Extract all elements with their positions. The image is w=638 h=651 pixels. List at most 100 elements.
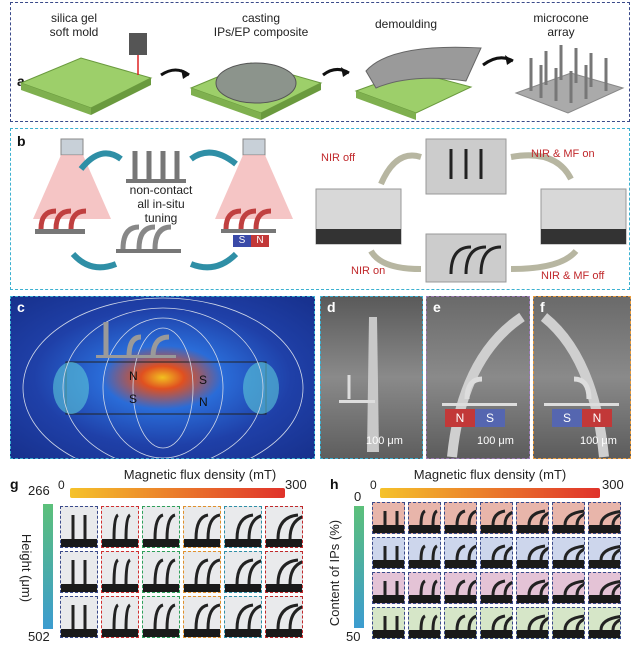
micrograph-cell	[60, 596, 98, 638]
micrograph-cell	[372, 607, 405, 639]
casting-icon	[189, 62, 323, 120]
panel-f: f S N 100 μm	[533, 296, 631, 459]
micrograph-cell	[588, 502, 621, 534]
h-flux-gradient-bar	[380, 488, 600, 498]
h-image-grid	[372, 502, 627, 647]
panel-g: g Magnetic flux density (mT) 0 300 266 5…	[10, 466, 310, 648]
panel-h: h Magnetic flux density (mT) 0 300 0 50 …	[327, 466, 635, 648]
micrograph-cell	[101, 506, 139, 548]
magnet-f-s-label: S	[562, 411, 571, 425]
teal-arrow-3-icon	[189, 251, 239, 271]
micrograph-cell	[588, 537, 621, 569]
micrograph-cell	[516, 502, 549, 534]
step1-label: silica gel soft mold	[49, 11, 99, 39]
micrograph-cell	[372, 572, 405, 604]
straight-pillars-icon	[126, 151, 186, 183]
sem-bottom-image	[425, 233, 507, 283]
micrograph-cell	[552, 607, 585, 639]
micrograph-cell	[408, 607, 441, 639]
panel-c: c N S S N	[10, 296, 315, 459]
panel-e: e N S 100 μm	[426, 296, 530, 459]
pillar-icons	[103, 322, 170, 358]
teal-arrow-1-icon	[78, 150, 123, 171]
center-tuning-text: non-contact all in-situ tuning	[129, 183, 193, 225]
silica-mold-icon	[19, 57, 153, 115]
micrograph-cell	[408, 502, 441, 534]
magnet-n-label: N	[256, 235, 264, 246]
micrograph-cell	[183, 551, 221, 593]
cycle-arrow-3-icon	[510, 248, 579, 272]
scale-bar-d: 100 μm	[366, 435, 403, 447]
h-x-end: 300	[602, 477, 624, 492]
g-y-top: 266	[28, 483, 50, 498]
micrograph-cell	[224, 596, 262, 638]
micrograph-cell	[552, 537, 585, 569]
teal-arrow-4-icon	[70, 251, 118, 271]
micrograph-cell	[552, 572, 585, 604]
magnet-e-s-label: S	[485, 411, 494, 425]
micrograph-cell	[142, 506, 180, 548]
sem-pillar-d	[339, 317, 379, 452]
cycle-arrow-2-icon	[510, 152, 574, 181]
panel-b-illustrations	[33, 138, 627, 283]
micrograph-cell	[183, 596, 221, 638]
teal-arrow-2-icon	[189, 149, 238, 167]
g-axis-title: Magnetic flux density (mT)	[123, 467, 277, 482]
h-y-top: 0	[354, 489, 362, 504]
micrograph-cell	[183, 506, 221, 548]
micrograph-cell	[142, 551, 180, 593]
panel-g-label: g	[10, 476, 19, 492]
panel-b-label: b	[17, 133, 26, 149]
cycle-arrow-1-icon	[378, 152, 422, 186]
micrograph-cell	[444, 537, 477, 569]
scale-bar-e: 100 μm	[477, 435, 514, 447]
nir-lamp-left-icon	[33, 138, 111, 234]
micrograph-cell	[101, 551, 139, 593]
microcone-array-icon	[514, 45, 625, 114]
micrograph-cell	[516, 572, 549, 604]
micrograph-cell	[552, 502, 585, 534]
h-y-title: Content of IPs (%)	[327, 519, 342, 627]
scale-bar-f: 100 μm	[580, 435, 617, 447]
micrograph-cell	[224, 506, 262, 548]
micrograph-cell	[372, 502, 405, 534]
field-n2-label: N	[199, 395, 208, 409]
micrograph-cell	[408, 537, 441, 569]
nir-on-label: NIR on	[351, 265, 386, 277]
panel-a-illustrations	[19, 33, 625, 120]
demoulding-icon	[354, 46, 482, 120]
micrograph-cell	[265, 551, 303, 593]
micrograph-cell	[480, 537, 513, 569]
g-y-title: Height (μm)	[19, 533, 34, 603]
bent-pillars-icon	[116, 224, 181, 253]
micrograph-cell	[588, 607, 621, 639]
panel-e-label: e	[433, 299, 441, 315]
micrograph-cell	[444, 502, 477, 534]
micrograph-cell	[516, 537, 549, 569]
micrograph-cell	[516, 607, 549, 639]
g-image-grid	[60, 506, 305, 646]
sem-pillar-f	[540, 313, 619, 458]
cycle-arrow-4-icon	[368, 249, 422, 272]
micrograph-cell	[224, 551, 262, 593]
nir-off-label: NIR off	[321, 152, 356, 164]
magnetic-field-plot	[22, 297, 304, 458]
micrograph-cell	[588, 572, 621, 604]
laser-icon	[129, 33, 147, 75]
panel-a: a silica gel soft mold casting IPs/EP co…	[10, 2, 630, 122]
g-flux-gradient-bar	[70, 488, 285, 498]
h-content-gradient-bar	[354, 506, 364, 628]
nir-lamp-right-icon	[215, 138, 293, 247]
sem-pillar-e	[442, 312, 525, 458]
field-n1-label: N	[129, 369, 138, 383]
micrograph-cell	[60, 506, 98, 548]
panel-a-label: a	[17, 73, 25, 89]
g-height-gradient-bar	[43, 504, 53, 629]
step2-label: casting IPs/EP composite	[213, 11, 309, 39]
micrograph-cell	[60, 551, 98, 593]
g-x-start: 0	[58, 478, 65, 492]
step3-label: demoulding	[374, 17, 438, 31]
g-x-end: 300	[285, 477, 307, 492]
micrograph-cell	[444, 572, 477, 604]
micrograph-cell	[101, 596, 139, 638]
